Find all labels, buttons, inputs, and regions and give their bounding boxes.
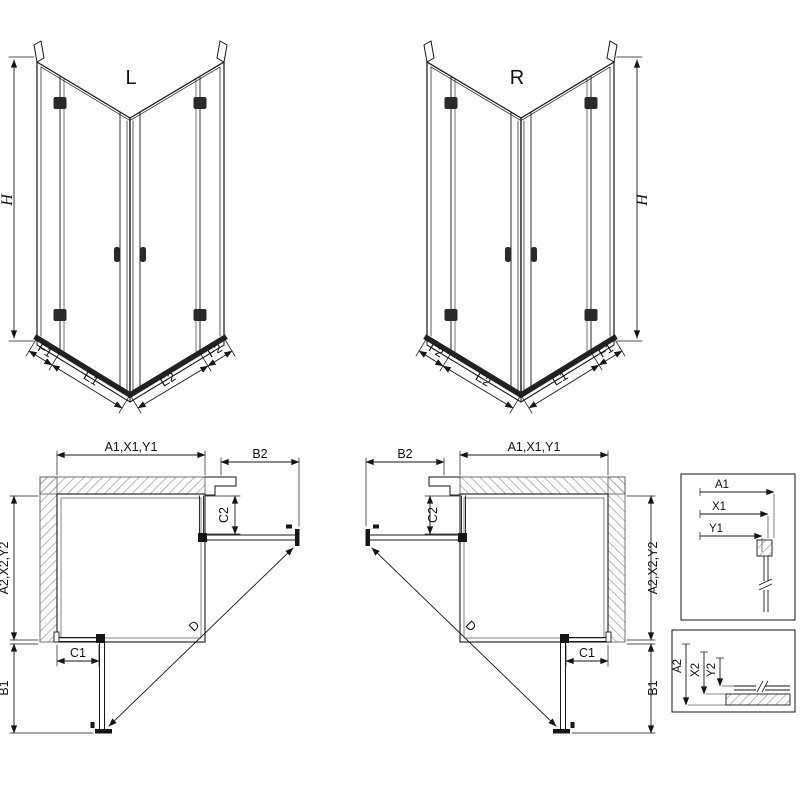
detail-box-floor-profile (671, 629, 796, 713)
dim-label-f2-right: F2 (426, 341, 446, 361)
iso-enclosure-geometry (8, 40, 236, 414)
dim-left-face (25, 337, 131, 414)
dim-label-b1-right: B1 (646, 680, 660, 695)
dim-label-c2-left: C2 (217, 507, 231, 523)
dim-label-a2x2y2-left: A2,X2,Y2 (0, 542, 11, 595)
view-label-left: L (125, 67, 136, 89)
dim-label-c2-right: C2 (426, 507, 440, 523)
dim-label-h-right: H (634, 193, 651, 207)
dim-label-c1-right: C1 (579, 646, 595, 660)
detail-label-x1: X1 (712, 501, 726, 513)
dim-label-f1-left: F1 (35, 341, 55, 361)
dim-label-e1-left: E1 (81, 369, 101, 389)
dim-height (8, 56, 35, 342)
detail-label-y2: Y2 (706, 663, 718, 677)
dim-c2 (205, 495, 241, 535)
dim-b2 (220, 457, 300, 527)
handle-icons (114, 247, 146, 262)
plan-view-geometry (9, 450, 300, 734)
detail-box-wall-profile (680, 473, 796, 621)
dim-label-a1x1y1-left: A1,X1,Y1 (105, 440, 158, 454)
detail-label-a1: A1 (715, 479, 729, 491)
dim-label-c1-left: C1 (70, 646, 86, 660)
dim-a2 (9, 495, 39, 641)
dim-label-h-left: H (0, 193, 16, 207)
dim-label-e2-right: E2 (473, 370, 493, 390)
dim-a1 (56, 450, 206, 476)
dim-label-e1-right: E1 (550, 369, 570, 389)
detail-label-x2: X2 (690, 663, 702, 677)
dim-c1 (56, 644, 100, 667)
labels: L H F1 E1 E2 F2 R H F1 E1 E2 F2 A1,X1,Y1… (0, 67, 729, 696)
hinge-icons (53, 97, 207, 321)
view-label-right: R (510, 67, 524, 89)
dim-label-e2-left: E2 (158, 370, 178, 390)
dim-label-d-left: D (186, 618, 202, 634)
dim-label-b2-right: B2 (397, 447, 412, 461)
dim-label-a2x2y2-right: A2,X2,Y2 (646, 542, 660, 595)
dim-label-a1x1y1-right: A1,X1,Y1 (508, 440, 561, 454)
dim-d-line (108, 547, 294, 727)
dim-label-f2-left: F2 (205, 341, 225, 361)
detail-label-y1: Y1 (709, 523, 723, 535)
dim-b1 (9, 643, 94, 734)
dim-right-face (129, 337, 236, 414)
detail-label-a2: A2 (672, 659, 684, 673)
dim-label-f1-right: F1 (596, 341, 616, 361)
dim-label-d-right: D (463, 618, 479, 634)
dim-label-b2-left: B2 (252, 447, 267, 461)
dim-label-b1-left: B1 (0, 680, 11, 695)
plan-view-geometry-right (366, 451, 656, 734)
